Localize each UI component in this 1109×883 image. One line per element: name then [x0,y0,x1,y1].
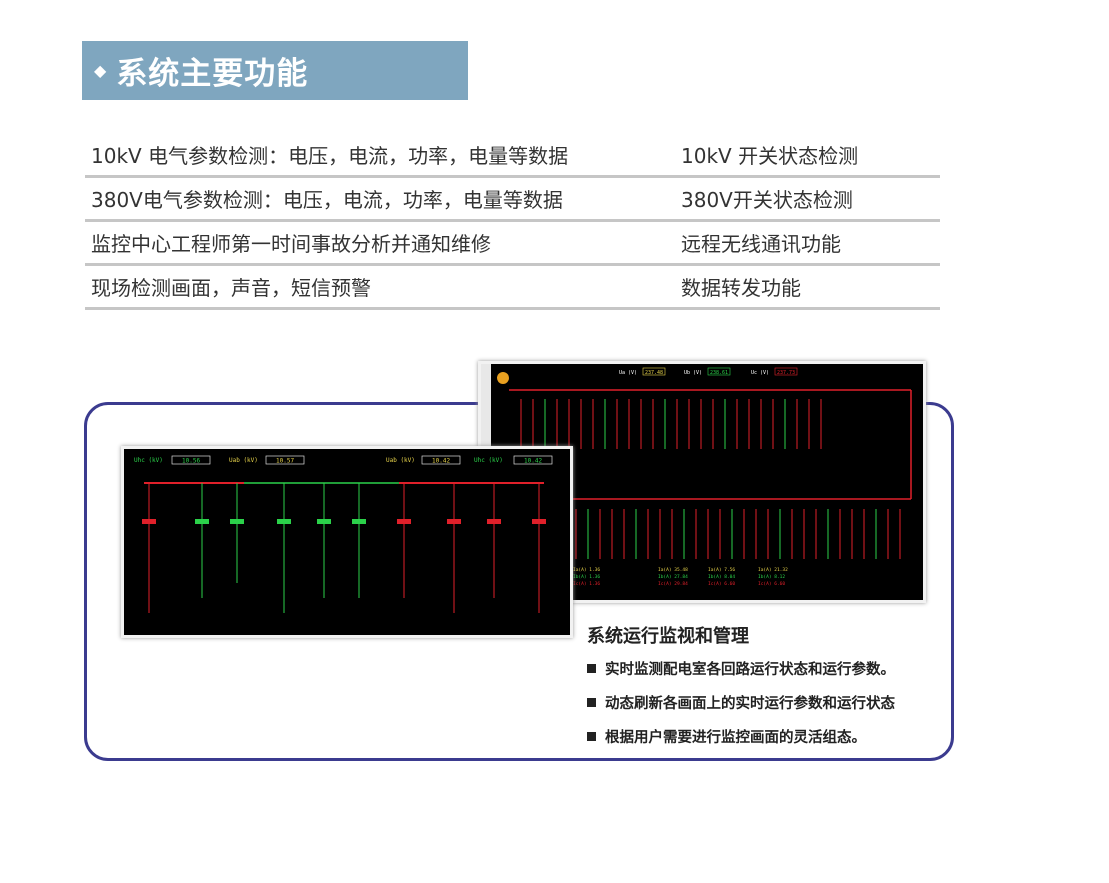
breaker-symbol [230,519,244,524]
square-bullet-icon [587,664,596,673]
readout-value: 10.42 [432,458,450,465]
feature-left: 现场检测画面，声音，短信预警 [91,276,371,300]
current-reading: Ib(A) 1.36 [573,574,600,580]
hv-diagram-screenshot: Uhc (kV) 10.56 Uab (kV) 10.57 Uab (kV) 1… [121,446,573,638]
breaker-symbol [352,519,366,524]
feature-row: 现场检测画面，声音，短信预警 数据转发功能 [85,266,940,310]
section-header: ◆ 系统主要功能 [82,41,468,100]
breaker-symbol [487,519,501,524]
feature-right: 远程无线通讯功能 [681,232,841,256]
breaker-symbol [195,519,209,524]
current-reading: Ib(A) 8.04 [708,574,735,580]
feature-left: 监控中心工程师第一时间事故分析并通知维修 [91,232,491,256]
ua-value: 237.48 [645,370,663,376]
ub-label: Ub (V) [684,370,702,376]
lv-single-line-diagram: Ua (V) 237.48 Ub (V) 238.61 Uc (V) 237.7… [497,367,912,587]
ub-value: 238.61 [710,370,728,376]
breaker-symbol [317,519,331,524]
uc-value: 237.73 [777,370,795,376]
bullet-item: 根据用户需要进行监控画面的灵活组态。 [587,726,895,747]
feature-right: 380V开关状态检测 [681,188,853,212]
bullet-item: 实时监测配电室各回路运行状态和运行参数。 [587,658,895,679]
bullet-item: 动态刷新各画面上的实时运行参数和运行状态 [587,692,895,713]
ua-label: Ua (V) [619,370,637,376]
current-reading: Ic(A) 6.60 [708,581,735,587]
feature-right: 数据转发功能 [681,276,801,300]
current-reading: Ib(A) 27.84 [658,574,688,580]
readout-label: Uhc (kV) [474,457,503,464]
logo-icon [497,372,509,384]
current-reading: Ic(A) 6.60 [758,581,785,587]
section-title: 系统主要功能 [116,56,309,92]
feature-row: 监控中心工程师第一时间事故分析并通知维修 远程无线通讯功能 [85,222,940,266]
uc-label: Uc (V) [751,370,769,376]
description: 系统运行监视和管理 实时监测配电室各回路运行状态和运行参数。 动态刷新各画面上的… [587,622,895,760]
current-reading: Ic(A) 29.84 [658,581,688,587]
breaker-symbol [142,519,156,524]
square-bullet-icon [587,698,596,707]
feature-table: 10kV 电气参数检测：电压，电流，功率，电量等数据 10kV 开关状态检测 38… [85,134,940,310]
square-bullet-icon [587,732,596,741]
readout-label: Uab (kV) [386,457,415,464]
readout-label: Uhc (kV) [134,457,163,464]
current-reading: Ia(A) 21.32 [758,567,788,573]
bullet-text: 动态刷新各画面上的实时运行参数和运行状态 [605,696,895,712]
feature-row: 10kV 电气参数检测：电压，电流，功率，电量等数据 10kV 开关状态检测 [85,134,940,178]
readout-value: 10.56 [182,458,200,465]
breaker-symbol [397,519,411,524]
current-reading: Ia(A) 35.48 [658,567,688,573]
feature-left: 10kV 电气参数检测：电压，电流，功率，电量等数据 [91,144,569,168]
breaker-symbol [277,519,291,524]
current-reading: Ic(A) 1.36 [573,581,600,587]
feature-row: 380V电气参数检测：电压，电流，功率，电量等数据 380V开关状态检测 [85,178,940,222]
current-reading: Ia(A) 1.36 [573,567,600,573]
diamond-icon: ◆ [94,61,107,80]
breaker-symbol [532,519,546,524]
feature-right: 10kV 开关状态检测 [681,144,859,168]
hv-single-line-diagram: Uhc (kV) 10.56 Uab (kV) 10.57 Uab (kV) 1… [134,455,553,613]
description-title: 系统运行监视和管理 [587,626,749,647]
readout-value: 10.57 [276,458,294,465]
bullet-text: 实时监测配电室各回路运行状态和运行参数。 [605,662,895,678]
readout-label: Uab (kV) [229,457,258,464]
current-reading: Ib(A) 8.12 [758,574,785,580]
readout-value: 10.42 [524,458,542,465]
current-reading: Ia(A) 7.56 [708,567,735,573]
breaker-symbol [447,519,461,524]
feature-left: 380V电气参数检测：电压，电流，功率，电量等数据 [91,188,563,212]
bullet-text: 根据用户需要进行监控画面的灵活组态。 [605,730,866,746]
